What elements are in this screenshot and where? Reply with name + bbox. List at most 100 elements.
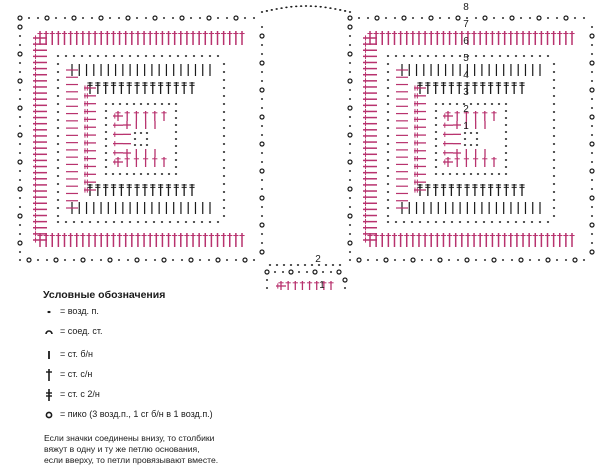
legend-note-line: вяжут в одну и ту же петлю основания,	[44, 444, 200, 454]
chain-stitch	[18, 62, 22, 64]
chain-stitch	[386, 183, 390, 185]
chain-stitch	[386, 95, 390, 97]
picot-stitch	[347, 78, 353, 84]
chain-stitch	[393, 259, 397, 261]
chain-stitch	[117, 17, 121, 19]
picot-stitch	[437, 257, 443, 263]
picot-stitch	[563, 15, 569, 21]
picot-stitch	[536, 15, 542, 21]
legend-title: Условные обозначения	[43, 289, 166, 301]
picot-stitch	[161, 257, 167, 263]
picot-stitch	[17, 213, 23, 219]
chain-stitch	[275, 8, 278, 10]
picot-stitch	[347, 213, 353, 219]
chain-stitch	[590, 80, 594, 82]
chain-stitch	[463, 132, 467, 134]
chain-stitch	[153, 103, 157, 105]
chain-stitch	[498, 221, 502, 223]
joining-chain	[260, 5, 352, 266]
picot-stitch	[242, 257, 248, 263]
picot-stitch	[179, 15, 185, 21]
legend-note-line: Если значки соединены внизу, то столбики	[44, 433, 215, 443]
picot-stitch	[71, 15, 77, 21]
picot-stitch	[233, 15, 239, 21]
chain-stitch	[483, 259, 487, 261]
chain-stitch	[260, 11, 264, 13]
chain-stitch	[329, 271, 333, 273]
chain-stitch	[260, 26, 264, 28]
chain-stitch	[18, 89, 22, 91]
legend-item-double-crochet: = ст. с/н	[42, 367, 92, 381]
chain-stitch	[184, 221, 188, 223]
picot-stitch	[125, 15, 131, 21]
chain-stitch	[160, 221, 164, 223]
chain-stitch	[222, 191, 226, 193]
chain-stitch	[434, 166, 438, 168]
picot-stitch	[347, 186, 353, 192]
chain-stitch	[552, 87, 556, 89]
chain-stitch	[260, 71, 264, 73]
chain-stitch	[552, 143, 556, 145]
chain-stitch	[458, 221, 462, 223]
chain-stitch	[64, 55, 68, 57]
chain-stitch	[546, 55, 550, 57]
chain-stitch	[222, 183, 226, 185]
chain-stitch	[112, 221, 116, 223]
picot-stitch	[589, 195, 595, 201]
motif-square-left	[17, 15, 265, 263]
chain-stitch	[174, 138, 178, 140]
picot-stitch	[347, 105, 353, 111]
chain-stitch	[442, 221, 446, 223]
chain-stitch	[366, 17, 370, 19]
chain-stitch	[56, 79, 60, 81]
picot-stitch	[259, 33, 265, 39]
chain-stitch	[411, 17, 415, 19]
legend-note-line: если вверху, то петли провязывают вместе…	[44, 455, 219, 465]
chain-stitch	[104, 221, 108, 223]
picot-stitch	[336, 269, 342, 275]
chain-stitch	[386, 103, 390, 105]
chain-stitch	[434, 145, 438, 147]
legend-item-slip-stitch: = соед. ст.	[42, 324, 103, 338]
picot-stitch	[410, 257, 416, 263]
chain-stitch	[434, 159, 438, 161]
chain-stitch	[458, 55, 462, 57]
chain-stitch	[56, 111, 60, 113]
picot-stitch	[53, 257, 59, 263]
slip-stitch-symbol-icon	[45, 329, 53, 334]
legend-label-single-crochet: = ст. б/н	[60, 349, 94, 359]
picot-stitch	[259, 195, 265, 201]
chain-stitch	[429, 259, 433, 261]
chain-stitch	[455, 173, 459, 175]
chain-stitch	[18, 116, 22, 118]
picot-symbol-icon	[45, 411, 53, 419]
chain-stitch	[176, 55, 180, 57]
treble-crochet-symbol-icon	[46, 388, 52, 401]
chain-stitch	[104, 145, 108, 147]
chain-stitch	[104, 103, 108, 105]
chain-stitch	[153, 259, 157, 261]
chain-stitch	[222, 207, 226, 209]
chain-stitch	[441, 103, 445, 105]
chain-stitch	[99, 259, 103, 261]
chain-stitch	[56, 221, 60, 223]
chain-stitch	[348, 179, 352, 181]
chain-stitch	[56, 159, 60, 161]
chain-stitch	[222, 215, 226, 217]
chain-stitch	[160, 103, 164, 105]
chain-stitch	[309, 5, 313, 7]
chain-stitch	[125, 103, 129, 105]
chain-stitch	[386, 215, 390, 217]
chain-stitch	[56, 143, 60, 145]
chain-stitch	[469, 132, 473, 134]
chain-stitch	[72, 259, 76, 261]
chain-stitch	[348, 116, 352, 118]
chain-stitch	[552, 167, 556, 169]
chain-stitch	[590, 233, 594, 235]
chain-stitch	[504, 117, 508, 119]
chain-stitch	[510, 259, 514, 261]
round-number-label: 8	[463, 2, 469, 13]
chain-stitch	[275, 264, 279, 266]
chain-stitch	[171, 259, 175, 261]
chain-stitch	[590, 179, 594, 181]
